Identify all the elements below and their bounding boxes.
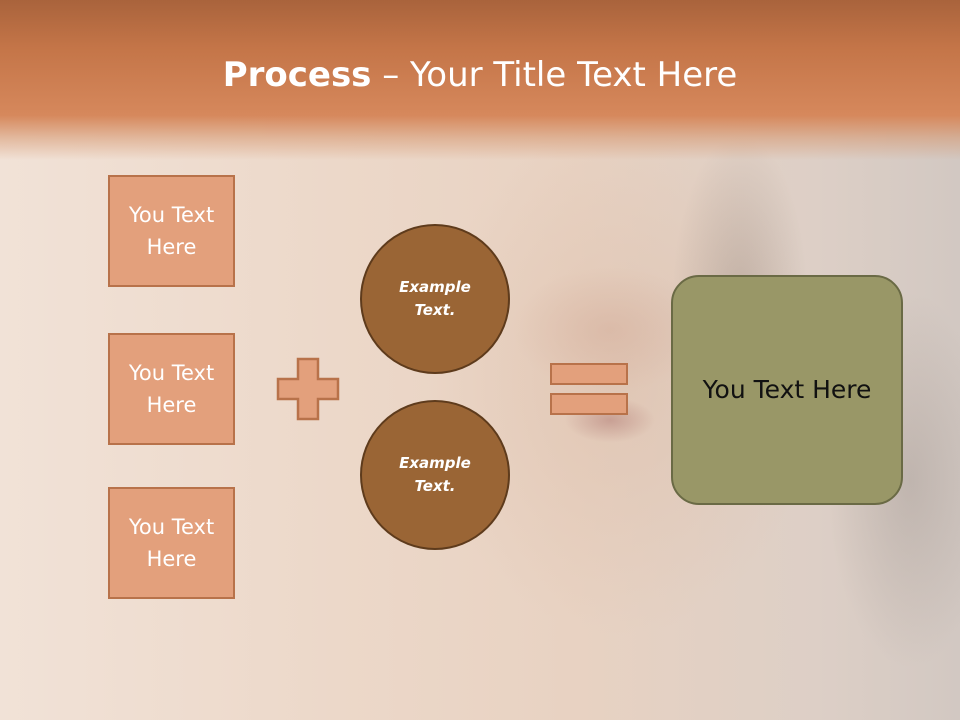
result-box: You Text Here	[671, 275, 903, 505]
text-box-3: You Text Here	[108, 487, 235, 599]
slide-title: Process – Your Title Text Here	[0, 52, 960, 98]
text-box-2: You Text Here	[108, 333, 235, 445]
equals-icon	[550, 363, 628, 415]
example-circle-1: Example Text.	[360, 224, 510, 374]
title-bold-part: Process	[222, 55, 372, 95]
title-regular-part: – Your Title Text Here	[371, 55, 738, 95]
title-band	[0, 0, 960, 160]
text-box-1: You Text Here	[108, 175, 235, 287]
plus-icon	[276, 357, 340, 421]
example-circle-2: Example Text.	[360, 400, 510, 550]
